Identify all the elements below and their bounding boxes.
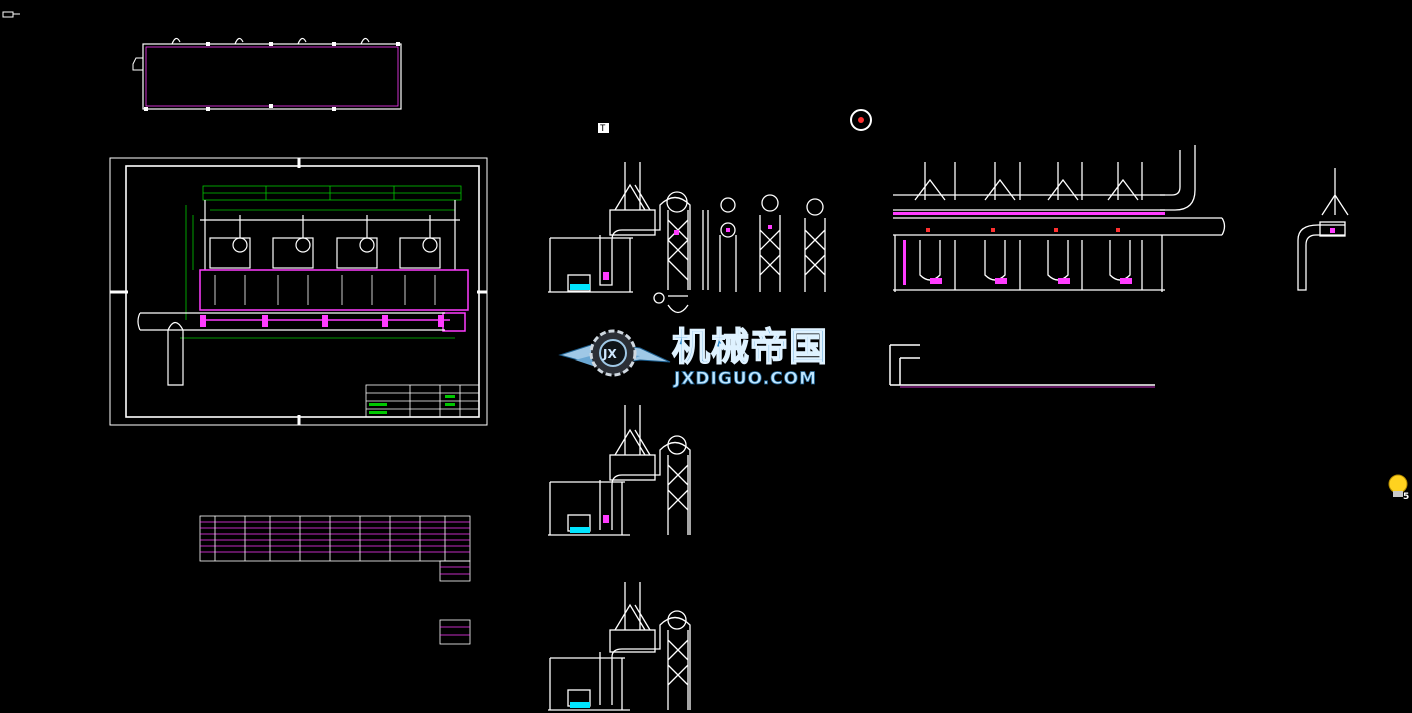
elevation-view-2	[548, 405, 691, 536]
parts-list-table	[199, 515, 471, 645]
front-elevation-long	[893, 145, 1226, 292]
pump-units-plan	[200, 200, 460, 305]
side-detail	[1297, 168, 1349, 291]
accents-2	[603, 515, 609, 523]
lightbulb-hint-icon[interactable]: 5	[1388, 474, 1409, 502]
front-elevation-red-marks	[926, 228, 1120, 232]
title-block	[365, 384, 480, 418]
watermark-chinese-text: 机械帝国	[672, 325, 828, 369]
pump-base-3	[570, 702, 590, 708]
watermark-domain-text: JXDIGUO.COM	[673, 369, 817, 389]
pump-base-2	[570, 527, 590, 533]
watermark-logo: JX 机械帝国 JXDIGUO.COM	[558, 324, 828, 389]
elevation-view-3	[548, 582, 691, 711]
elevation-view-1	[548, 162, 826, 314]
hint-count: 5	[1403, 492, 1409, 502]
section-tag-label: T	[600, 124, 606, 134]
section-tag: T	[598, 123, 609, 134]
gear-wings-logo-icon: JX	[558, 329, 671, 377]
plan-drawing-sheet	[109, 157, 488, 426]
leader-line	[889, 344, 1155, 386]
front-elevation-accents	[893, 212, 1165, 285]
ucs-icon	[2, 11, 20, 18]
circle-marker	[850, 109, 872, 131]
building-outline	[132, 37, 402, 111]
pump-base-1	[570, 284, 590, 290]
logo-text: JX	[602, 347, 617, 361]
accents-1	[603, 225, 772, 280]
